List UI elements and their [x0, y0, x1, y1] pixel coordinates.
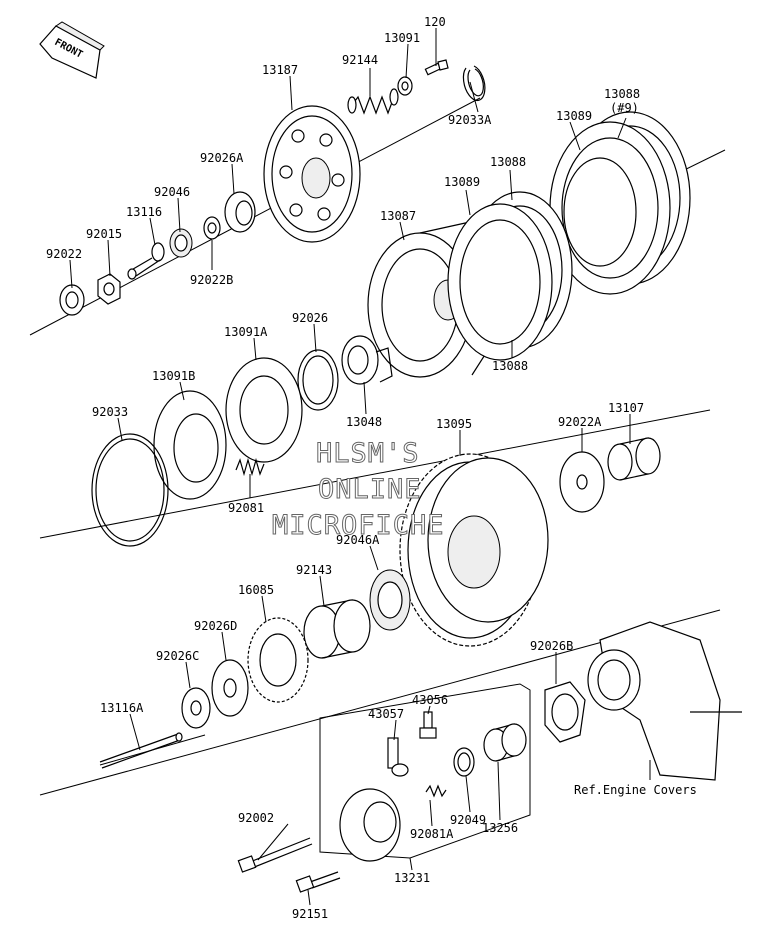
- label-13088-top: 13088: [604, 87, 640, 101]
- label-13091: 13091: [384, 31, 420, 45]
- part-13116A-rod: [99, 732, 183, 769]
- label-13089-mid: 13089: [444, 175, 480, 189]
- label-92026C: 92026C: [156, 649, 199, 663]
- part-13256-piston: [483, 723, 527, 762]
- label-13107: 13107: [608, 401, 644, 415]
- part-92015-nut: [97, 273, 121, 305]
- label-16085: 16085: [238, 583, 274, 597]
- label-ref-engine-covers: Ref.Engine Covers: [574, 783, 697, 797]
- label-92026B: 92026B: [530, 639, 573, 653]
- engine-cover-reference: [587, 621, 742, 781]
- part-92033A-circlip: [462, 65, 486, 102]
- part-92022A-washer: [559, 451, 605, 513]
- part-labels: 120 13091 13187 92144 92033A 13088 (#9) …: [46, 15, 697, 921]
- part-43057-bleeder: [387, 737, 409, 777]
- label-92026D: 92026D: [194, 619, 237, 633]
- part-92026-washer: [297, 349, 339, 411]
- label-13091A: 13091A: [224, 325, 268, 339]
- front-direction-indicator: FRONT: [39, 21, 105, 79]
- leader-lines: [69, 28, 651, 906]
- part-13091B-plate: [153, 390, 227, 500]
- part-13091-collar: [397, 76, 413, 96]
- label-13095: 13095: [436, 417, 472, 431]
- label-92144: 92144: [342, 53, 378, 67]
- part-43056-cap: [419, 711, 437, 739]
- label-92151: 92151: [292, 907, 328, 921]
- label-92033: 92033: [92, 405, 128, 419]
- label-92026: 92026: [292, 311, 328, 325]
- label-13088-mid: 13088: [490, 155, 526, 169]
- label-13116A: 13116A: [100, 701, 144, 715]
- label-92046A: 92046A: [336, 533, 380, 547]
- label-92022: 92022: [46, 247, 82, 261]
- label-92081A: 92081A: [410, 827, 454, 841]
- label-92046: 92046: [154, 185, 190, 199]
- label-92022A: 92022A: [558, 415, 602, 429]
- part-92033-circlip: [91, 433, 169, 547]
- part-92143-sleeve: [303, 599, 371, 659]
- label-13089-top: 13089: [556, 109, 592, 123]
- part-92026C-washer: [181, 687, 211, 729]
- part-13231-assembly-frame: [319, 683, 531, 859]
- watermark-line-2: ONLINE: [318, 474, 422, 505]
- label-92049: 92049: [450, 813, 486, 827]
- label-13091B: 13091B: [152, 369, 195, 383]
- label-92033A: 92033A: [448, 113, 492, 127]
- part-92022B-washer: [203, 216, 221, 240]
- part-13107-sleeve: [607, 437, 661, 481]
- part-slave-cylinder-body: [339, 788, 401, 862]
- label-13187: 13187: [262, 63, 298, 77]
- label-13231: 13231: [394, 871, 430, 885]
- part-92026A-spacer: [224, 191, 256, 233]
- part-92081A-spring: [425, 784, 447, 798]
- part-13187-pressure-plate: [263, 105, 361, 243]
- label-120: 120: [424, 15, 446, 29]
- label-13048: 13048: [346, 415, 382, 429]
- watermark-line-3: MICROFICHE: [272, 510, 445, 541]
- label-92026A: 92026A: [200, 151, 244, 165]
- part-13091A-damper-plate: [225, 357, 303, 463]
- label-92081: 92081: [228, 501, 264, 515]
- part-120-bolt: [424, 59, 449, 76]
- part-92151-bolt: [295, 871, 341, 893]
- part-92144-spring: [347, 88, 399, 115]
- label-13116: 13116: [126, 205, 162, 219]
- part-16085-gear: [247, 617, 309, 703]
- label-13088-low: 13088: [492, 359, 528, 373]
- part-92049-seal: [453, 747, 475, 777]
- label-43056: 43056: [412, 693, 448, 707]
- part-92026B-gasket: [544, 681, 586, 743]
- part-13116-pusher: [127, 242, 165, 280]
- label-43057: 43057: [368, 707, 404, 721]
- part-92046-bearing: [169, 228, 193, 258]
- label-13256: 13256: [482, 821, 518, 835]
- part-13048-collar: [341, 335, 393, 385]
- label-92143: 92143: [296, 563, 332, 577]
- watermark: HLSM'S ONLINE MICROFICHE: [272, 438, 445, 542]
- label-92015: 92015: [86, 227, 122, 241]
- label-13088-top-qty: (#9): [610, 101, 639, 115]
- part-92081-spring: [235, 457, 265, 477]
- part-92022-nut: [59, 284, 85, 316]
- label-92002: 92002: [238, 811, 274, 825]
- part-13088-13089-plate-stack: [549, 111, 691, 295]
- part-92046A-bearing: [369, 569, 411, 631]
- part-13095-clutch-housing: [399, 453, 549, 647]
- part-92002-bolt: [237, 837, 313, 873]
- part-92026D-washer: [211, 659, 249, 717]
- watermark-line-1: HLSM'S: [316, 438, 420, 469]
- label-13087: 13087: [380, 209, 416, 223]
- part-13088-13089-mid-plates: [447, 191, 573, 361]
- label-92022B: 92022B: [190, 273, 233, 287]
